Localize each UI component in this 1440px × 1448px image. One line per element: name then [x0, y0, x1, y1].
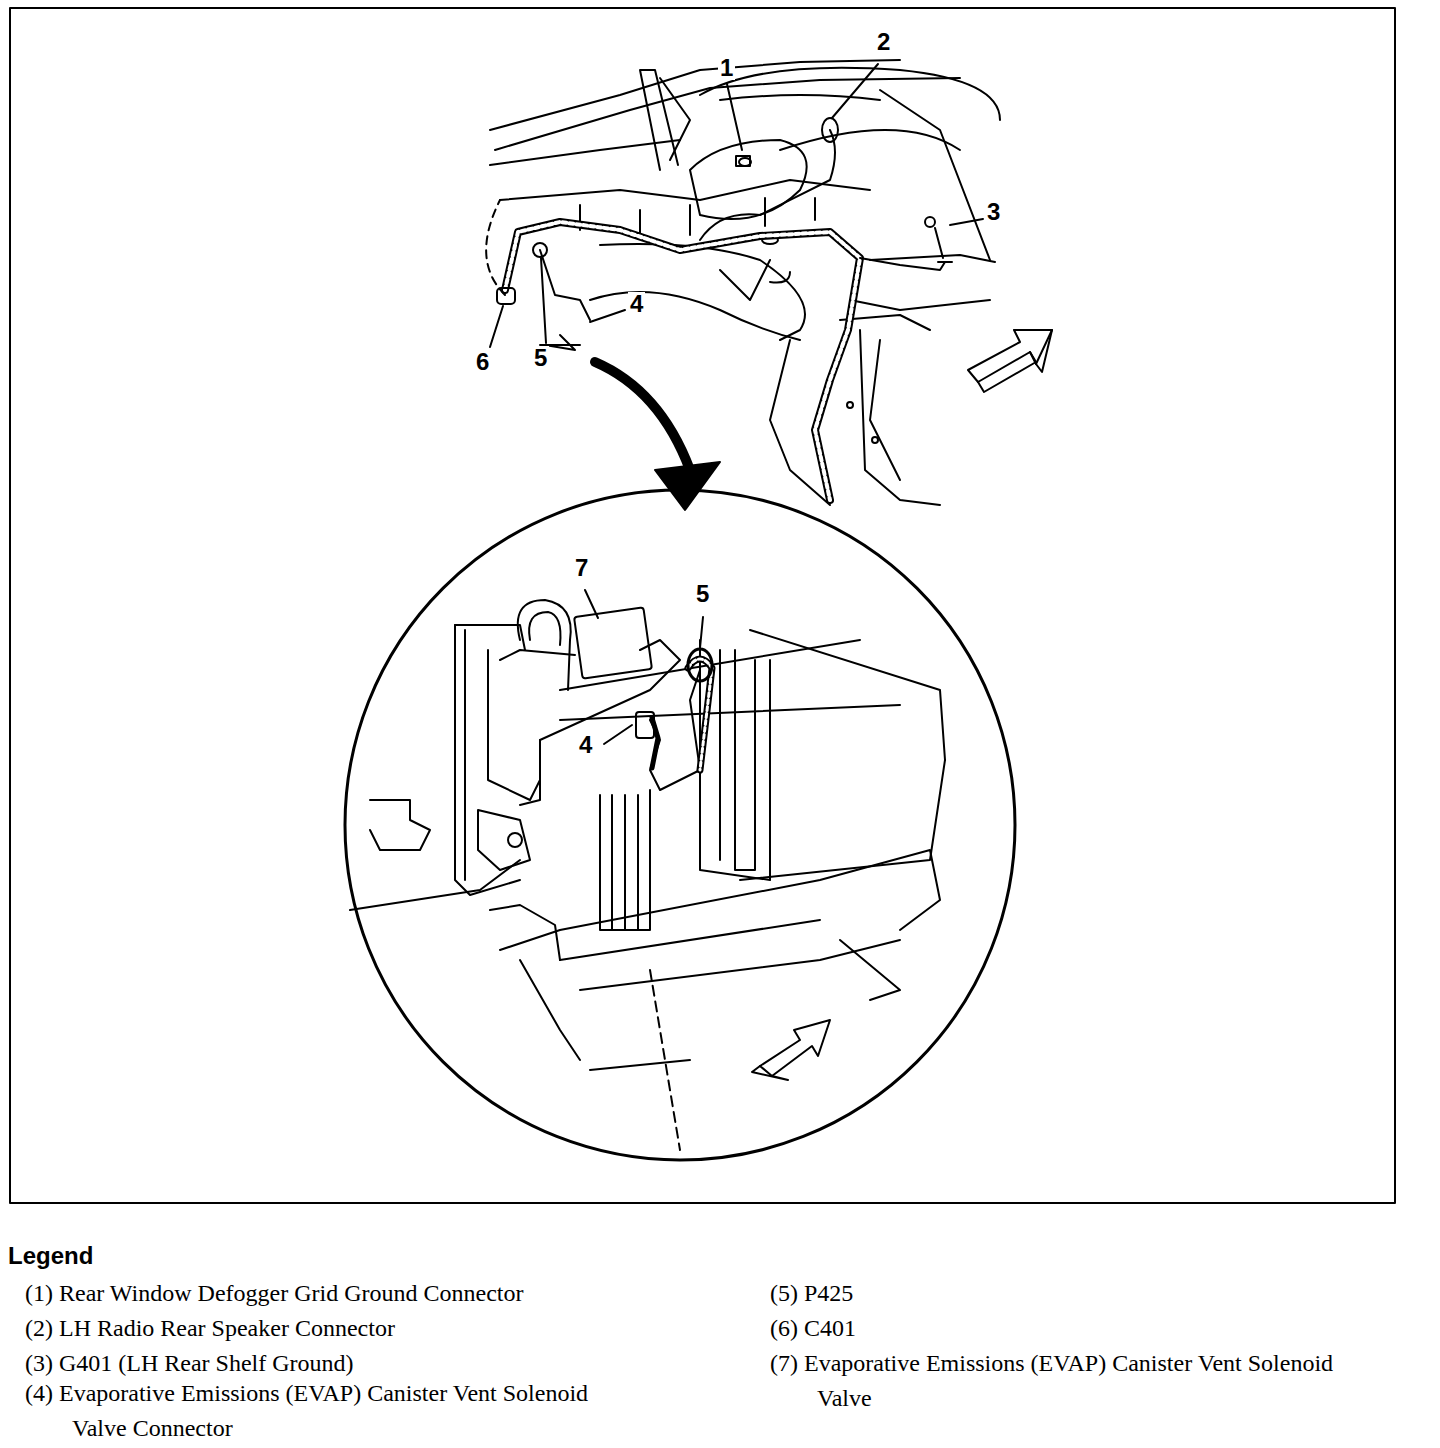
legend-entry: (5) P425 [770, 1276, 1417, 1311]
callout-number: 4 [628, 292, 645, 316]
legend-entry: (4) Evaporative Emissions (EVAP) Caniste… [25, 1376, 632, 1446]
legend-entry: (7) Evaporative Emissions (EVAP) Caniste… [770, 1346, 1377, 1416]
canister-detail [350, 600, 945, 1150]
forward-arrow [760, 1020, 830, 1076]
leader-lines [585, 590, 703, 744]
detail-arrowhead [655, 462, 720, 510]
callout-number: 4 [577, 733, 594, 757]
detail-circle [345, 490, 1015, 1160]
body-panels [490, 60, 1000, 505]
forward-arrow [968, 330, 1052, 382]
detail-arrow [595, 362, 690, 470]
callout-number: 1 [718, 56, 735, 80]
callout-number: 5 [694, 582, 711, 606]
frame [10, 8, 1395, 1203]
callout-number: 5 [532, 346, 549, 370]
forward-arrow-shade [752, 1066, 788, 1080]
legend-entry: (3) G401 (LH Rear Shelf Ground) [25, 1346, 672, 1381]
callout-number: 7 [573, 556, 590, 580]
forward-arrow-shade [978, 330, 1052, 392]
callout-number: 2 [875, 30, 892, 54]
callout-number: 6 [474, 350, 491, 374]
leader-lines [490, 64, 983, 347]
wiring-harness [486, 118, 952, 500]
legend-entry: (2) LH Radio Rear Speaker Connector [25, 1311, 672, 1346]
legend-entry: (6) C401 [770, 1311, 1417, 1346]
legend-heading: Legend [8, 1244, 93, 1268]
callout-number: 3 [985, 200, 1002, 224]
legend-entry: (1) Rear Window Defogger Grid Ground Con… [25, 1276, 672, 1311]
